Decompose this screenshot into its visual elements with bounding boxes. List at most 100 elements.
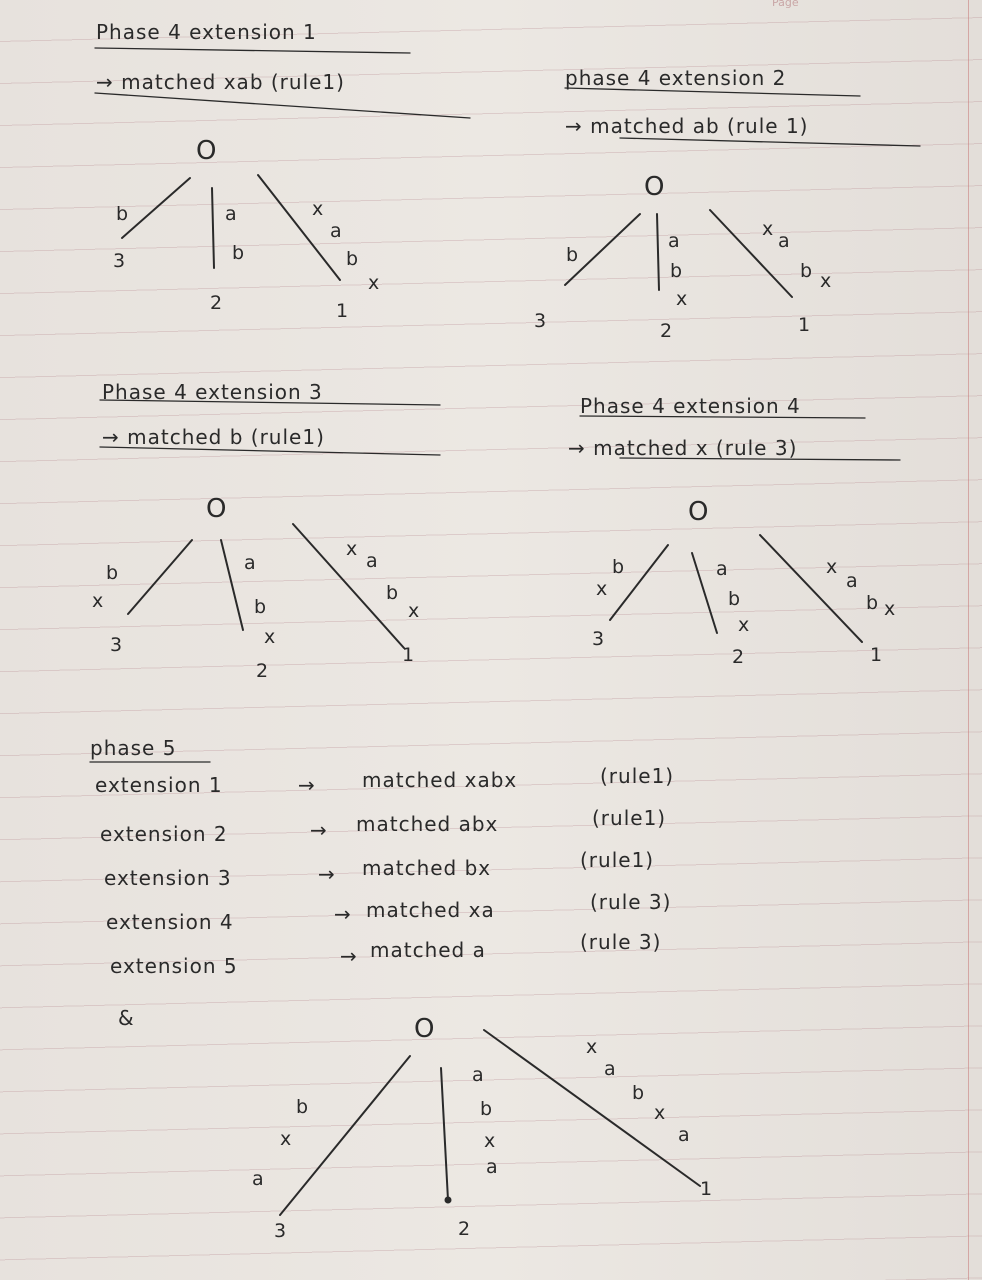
heading-p4e2-title: phase 4 extension 2 (565, 66, 787, 90)
phase5-row5-ext: extension 5 (110, 954, 238, 978)
tree5-mid-1: b (480, 1098, 493, 1120)
tree5-right-4: a (678, 1124, 690, 1146)
tree2-right-2: b (800, 260, 813, 282)
tree5-right-1: a (604, 1058, 616, 1080)
tree2-left-0: b (566, 244, 579, 266)
edge-t5-mid (440, 1067, 449, 1201)
tree3-mid-2: x (264, 626, 276, 648)
edge-t1-mid (211, 187, 215, 269)
tree2-mid-0: a (668, 230, 680, 252)
tree1-left-1: 3 (113, 250, 126, 272)
tree4-mid-0: a (716, 558, 728, 580)
edge-t4-mid (691, 552, 718, 634)
tree3-right-2: b (386, 582, 399, 604)
tree4-right-0: x (826, 556, 838, 578)
tree5-left-0: b (296, 1096, 309, 1118)
tree5-mid-2: x (484, 1130, 496, 1152)
tree3-mid-0: a (244, 552, 256, 574)
phase5-row5-matched: matched a (370, 938, 486, 962)
edge-t3-mid (220, 539, 244, 631)
tree2-right-1: a (778, 230, 790, 252)
tree3-mid-1: b (254, 596, 267, 618)
tree1-right-1: a (330, 220, 342, 242)
tree1-right-2: b (346, 248, 359, 270)
edge-t1-right (257, 174, 341, 281)
phase5-row2-rule: (rule1) (592, 806, 667, 830)
tree2-mid-3: 2 (660, 320, 673, 342)
heading-p4e3-match: → matched b (rule1) (102, 425, 325, 449)
tree2-right-3: x (820, 270, 832, 292)
phase5-row5-rule: (rule 3) (580, 930, 662, 954)
phase5-row3-arrow: → (318, 862, 336, 886)
page-tag: Page (772, 0, 799, 9)
phase5-row1-rule: (rule1) (600, 764, 675, 788)
phase5-row1-ext: extension 1 (95, 773, 223, 797)
tree3-left-0: b (106, 562, 119, 584)
tree2-right-4: 1 (798, 314, 811, 336)
phase5-mark: & (118, 1006, 135, 1030)
tree4-mid-3: 2 (732, 646, 745, 668)
tree5-mid-4: 2 (458, 1218, 471, 1240)
tree1-mid-2: 2 (210, 292, 223, 314)
tree3-right-3: x (408, 600, 420, 622)
edge-t2-right (709, 209, 793, 298)
tree1-root: O (196, 136, 217, 166)
heading-p4e1-title: Phase 4 extension 1 (96, 20, 317, 44)
phase5-row5-arrow: → (340, 944, 358, 968)
tree3-root: O (206, 494, 227, 524)
tree4-left-1: x (596, 578, 608, 600)
tree4-right-1: a (846, 570, 858, 592)
tree5-right-3: x (654, 1102, 666, 1124)
tree5-root: O (414, 1014, 435, 1044)
tree5-left-1: x (280, 1128, 292, 1150)
phase5-row3-matched: matched bx (362, 856, 492, 880)
tree4-right-2: b (866, 592, 879, 614)
tree1-mid-1: b (232, 242, 245, 264)
edge-t3-left (127, 539, 193, 615)
tree3-right-4: 1 (402, 644, 415, 666)
phase5-row3-rule: (rule1) (580, 848, 655, 872)
phase5-title: phase 5 (90, 736, 177, 760)
tree4-left-2: 3 (592, 628, 605, 650)
tree2-mid-2: x (676, 288, 688, 310)
phase5-row3-ext: extension 3 (104, 866, 232, 890)
edge-t4-left (609, 544, 669, 621)
tree1-mid-0: a (225, 203, 237, 225)
tree1-right-3: x (368, 272, 380, 294)
edge-t3-right (292, 523, 405, 649)
edge-t4-right (759, 534, 863, 643)
tree4-mid-2: x (738, 614, 750, 636)
tree5-left-2: a (252, 1168, 264, 1190)
tree5-mid-0: a (472, 1064, 484, 1086)
tree4-root: O (688, 497, 709, 527)
tree1-right-4: 1 (336, 300, 349, 322)
phase5-row4-arrow: → (334, 902, 352, 926)
tree1-right-0: x (312, 198, 324, 220)
heading-p4e1-match: → matched xab (rule1) (96, 70, 345, 94)
phase5-row4-matched: matched xa (366, 898, 495, 922)
edge-t2-mid (656, 213, 660, 291)
tree3-left-2: 3 (110, 634, 123, 656)
tree2-left-1: 3 (534, 310, 547, 332)
tree1-left-0: b (116, 203, 129, 225)
tree5-right-0: x (586, 1036, 598, 1058)
tree3-right-0: x (346, 538, 358, 560)
phase5-row1-matched: matched xabx (362, 768, 518, 792)
heading-p4e2-match: → matched ab (rule 1) (565, 114, 809, 138)
heading-p4e4-match: → matched x (rule 3) (568, 436, 798, 460)
tree3-mid-3: 2 (256, 660, 269, 682)
tree2-right-0: x (762, 218, 774, 240)
tree5-left-3: 3 (274, 1220, 287, 1242)
edge-t5-left (279, 1055, 411, 1216)
edge-t1-left (121, 177, 191, 239)
tree2-root: O (644, 172, 665, 202)
phase5-row2-matched: matched abx (356, 812, 499, 836)
heading-p4e3-title: Phase 4 extension 3 (102, 380, 323, 404)
tree2-mid-1: b (670, 260, 683, 282)
tree4-mid-1: b (728, 588, 741, 610)
phase5-row4-ext: extension 4 (106, 910, 234, 934)
edge-t2-left (564, 213, 641, 286)
heading-p4e4-title: Phase 4 extension 4 (580, 394, 801, 418)
